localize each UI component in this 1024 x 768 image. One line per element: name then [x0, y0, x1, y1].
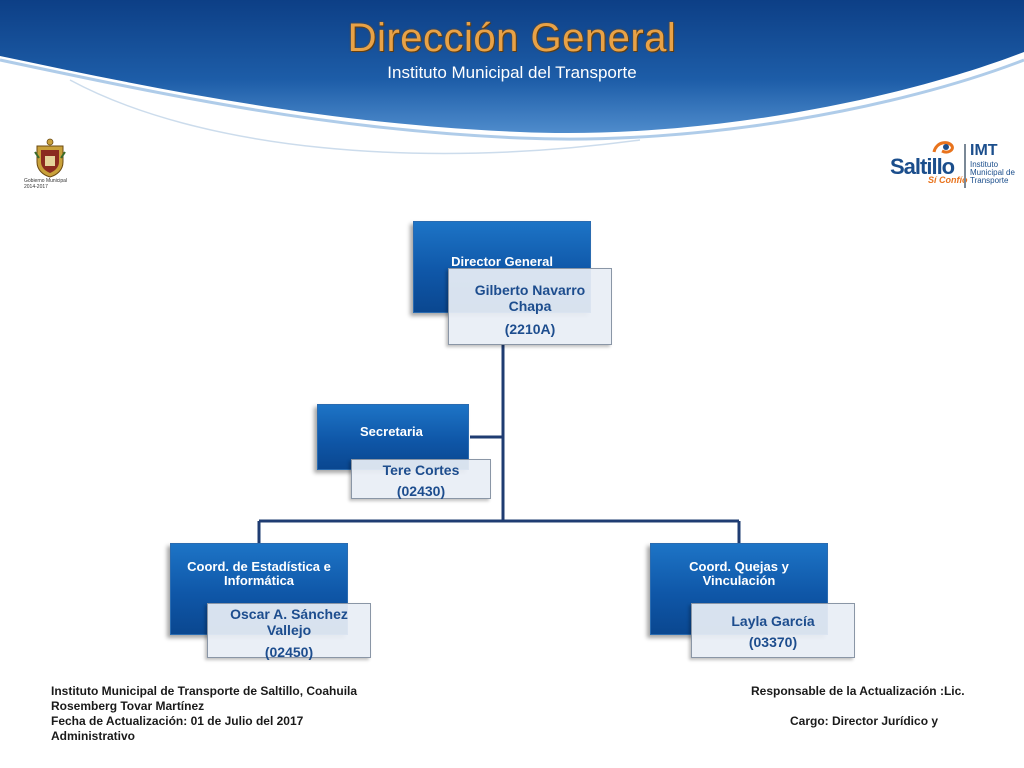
footer-position: Cargo: Director Jurídico y — [790, 714, 939, 728]
municipal-years: 2014-2017 — [24, 184, 48, 190]
director-code: (2210A) — [504, 321, 556, 337]
header-banner — [0, 0, 1024, 155]
footer-person: Rosemberg Tovar Martínez — [51, 699, 205, 713]
estadistica-code: (02450) — [264, 644, 314, 660]
estadistica-name: Oscar A. Sánchez Vallejo — [230, 606, 348, 638]
imt-logo: Saltillo Sí Confío IMT Instituto Municip… — [888, 138, 1020, 196]
saltillo-slogan: Sí Confío — [928, 175, 968, 185]
municipal-caption: Gobierno Municipal — [24, 178, 68, 184]
quejas-code: (03370) — [748, 634, 798, 650]
secretaria-name: Tere Cortes — [382, 462, 460, 478]
secretaria-role-label: Secretaria — [360, 424, 423, 439]
footer-responsible: Responsable de la Actualización :Lic. — [751, 684, 965, 698]
estadistica-role-label: Coord. de Estadística e Informática — [187, 559, 331, 588]
director-name-box[interactable]: Gilberto Navarro Chapa (2210A) — [448, 268, 612, 345]
footer-left: Instituto Municipal de Transporte de Sal… — [51, 684, 451, 744]
director-role-label: Director General — [451, 254, 553, 269]
logo-divider — [964, 144, 966, 188]
municipal-logo: Gobierno Municipal 2014-2017 — [24, 138, 76, 190]
page-subtitle: Instituto Municipal del Transporte — [387, 63, 637, 82]
page-title: Dirección General — [347, 16, 677, 60]
quejas-role-label: Coord. Quejas y Vinculación — [689, 559, 789, 588]
footer-institute: Instituto Municipal de Transporte de Sal… — [51, 684, 358, 698]
quejas-name: Layla García — [731, 613, 815, 629]
coat-of-arms-icon — [34, 138, 66, 178]
estadistica-name-box[interactable]: Oscar A. Sánchez Vallejo (02450) — [207, 603, 371, 660]
imt-acronym: IMT — [970, 142, 998, 159]
imt-fullname: Instituto Municipal de Transporte — [970, 160, 1015, 185]
quejas-name-box[interactable]: Layla García (03370) — [691, 603, 855, 658]
footer-area: Administrativo — [51, 729, 136, 743]
secretaria-name-box[interactable]: Tere Cortes (02430) — [351, 459, 491, 499]
saltillo-swirl-icon — [932, 141, 954, 154]
saltillo-wordmark: Saltillo — [890, 154, 955, 179]
director-name: Gilberto Navarro Chapa — [474, 282, 586, 314]
secretaria-code: (02430) — [396, 483, 446, 499]
footer-date: Fecha de Actualización: 01 de Julio del … — [51, 714, 304, 728]
